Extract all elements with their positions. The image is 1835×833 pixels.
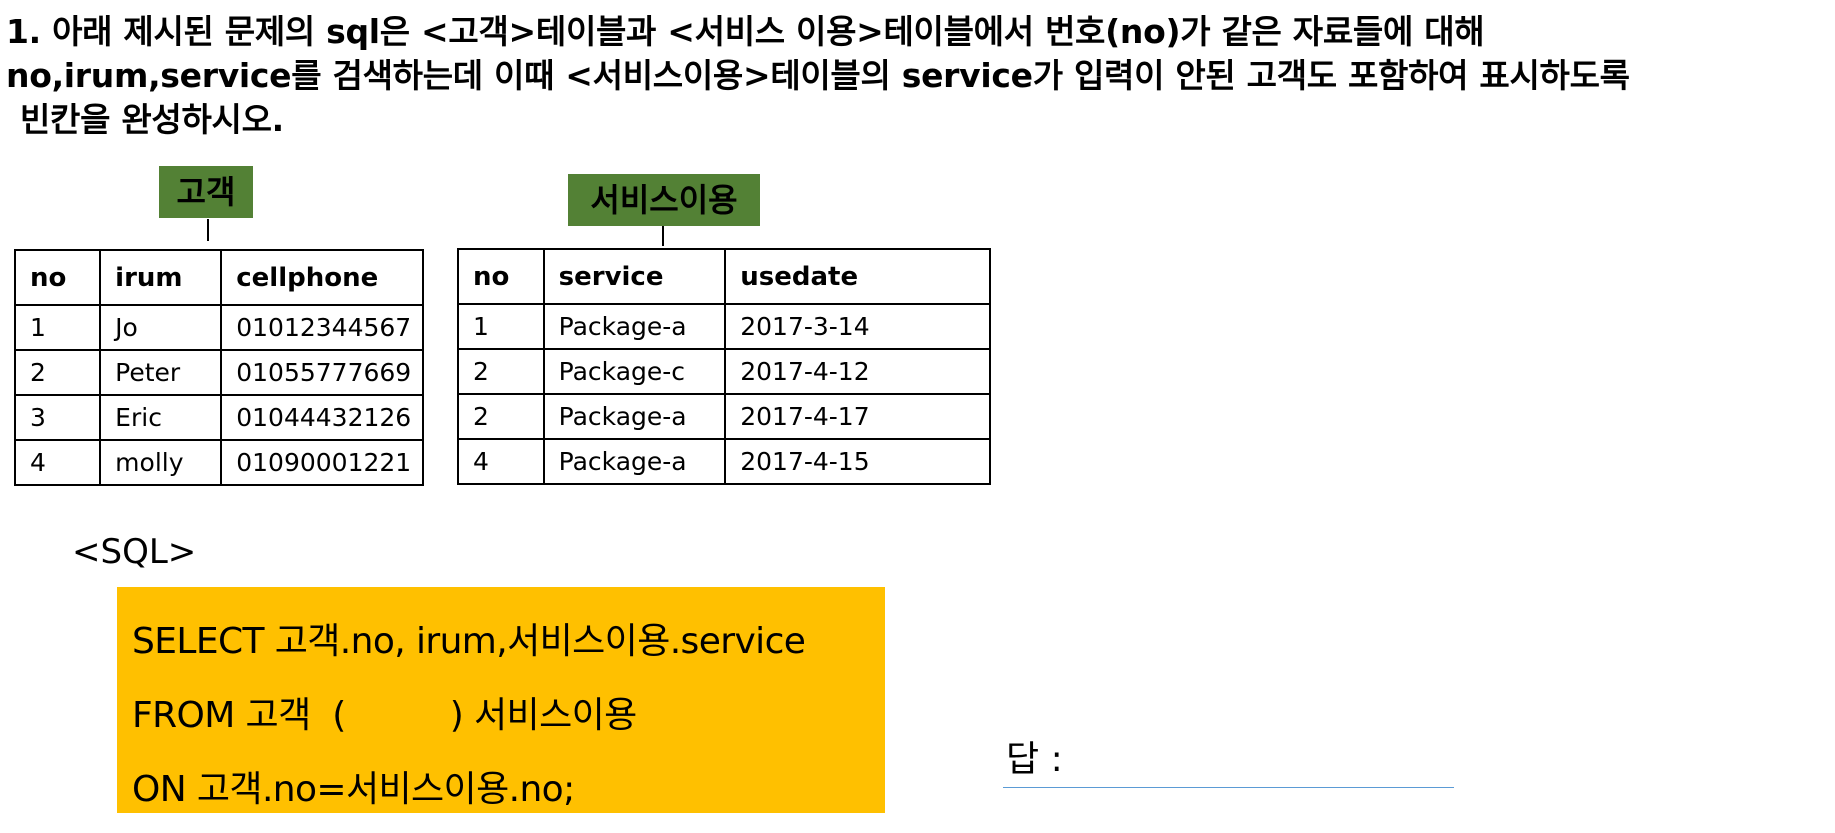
table-cell: 2	[13, 349, 102, 396]
table-row: 2 Peter 01055777669	[13, 349, 424, 396]
table-cell: 1	[457, 303, 545, 350]
service-use-table: no service usedate 1 Package-a 2017-3-14…	[457, 248, 991, 485]
question-line-2: no,irum,service를 검색하는데 이때 <서비스이용>테이블의 se…	[6, 56, 1630, 95]
table-cell: 2017-4-17	[724, 393, 991, 440]
table-cell: 2017-3-14	[724, 303, 991, 350]
table-header-row: no irum cellphone	[13, 249, 424, 306]
question-text: 1. 아래 제시된 문제의 sql은 <고객>테이블과 <서비스 이용>테이블에…	[6, 10, 1831, 142]
table-cell: Package-a	[542, 438, 727, 485]
table-row: 1 Jo 01012344567	[13, 304, 424, 351]
table-cell: 2017-4-15	[724, 438, 991, 485]
table-row: 2 Package-c 2017-4-12	[457, 348, 991, 395]
table-row: 3 Eric 01044432126	[13, 394, 424, 441]
table-cell: 3	[13, 394, 102, 441]
table-cell: 2	[457, 348, 545, 395]
table-row: 1 Package-a 2017-3-14	[457, 303, 991, 350]
table-row: 2 Package-a 2017-4-17	[457, 393, 991, 440]
table-cell: 2	[457, 393, 545, 440]
question-line-3: 빈칸을 완성하시오.	[20, 100, 284, 139]
sql-from-end: ) 서비스이용	[449, 695, 637, 736]
sql-code-box: SELECT 고객.no, irum,서비스이용.service FROM 고객…	[117, 587, 885, 813]
table-cell: Package-c	[542, 348, 727, 395]
column-header: irum	[99, 249, 223, 306]
table-cell: 4	[457, 438, 545, 485]
service-table-tag: 서비스이용	[568, 174, 760, 226]
answer-label: 답 :	[1006, 739, 1063, 780]
customer-tag-connector	[207, 219, 209, 241]
table-cell: Package-a	[542, 393, 727, 440]
table-cell: Eric	[99, 394, 223, 441]
customer-table-tag: 고객	[159, 166, 253, 218]
table-row: 4 Package-a 2017-4-15	[457, 438, 991, 485]
column-header: no	[13, 249, 102, 306]
table-cell: Peter	[99, 349, 223, 396]
table-cell: molly	[99, 439, 223, 486]
table-cell: 1	[13, 304, 102, 351]
table-cell: 01044432126	[220, 394, 424, 441]
sql-label: <SQL>	[72, 532, 197, 572]
column-header: usedate	[724, 248, 991, 305]
table-cell: 4	[13, 439, 102, 486]
table-cell: 01055777669	[220, 349, 424, 396]
table-cell: 01012344567	[220, 304, 424, 351]
sql-line-select: SELECT 고객.no, irum,서비스이용.service	[132, 621, 806, 662]
table-header-row: no service usedate	[457, 248, 991, 305]
sql-line-from: FROM 고객 ( ) 서비스이용	[132, 679, 885, 753]
question-line-1: 1. 아래 제시된 문제의 sql은 <고객>테이블과 <서비스 이용>테이블에…	[6, 12, 1485, 51]
table-cell: 01090001221	[220, 439, 424, 486]
column-header: no	[457, 248, 545, 305]
sql-line-on: ON 고객.no=서비스이용.no;	[132, 769, 575, 810]
table-row: 4 molly 01090001221	[13, 439, 424, 486]
table-cell: Jo	[99, 304, 223, 351]
table-cell: Package-a	[542, 303, 727, 350]
customer-table: no irum cellphone 1 Jo 01012344567 2 Pet…	[13, 249, 424, 486]
sql-from-start: FROM 고객 (	[132, 695, 346, 736]
service-tag-connector	[662, 226, 664, 246]
table-cell: 2017-4-12	[724, 348, 991, 395]
column-header: cellphone	[220, 249, 424, 306]
column-header: service	[542, 248, 727, 305]
answer-underline[interactable]	[1003, 787, 1454, 788]
